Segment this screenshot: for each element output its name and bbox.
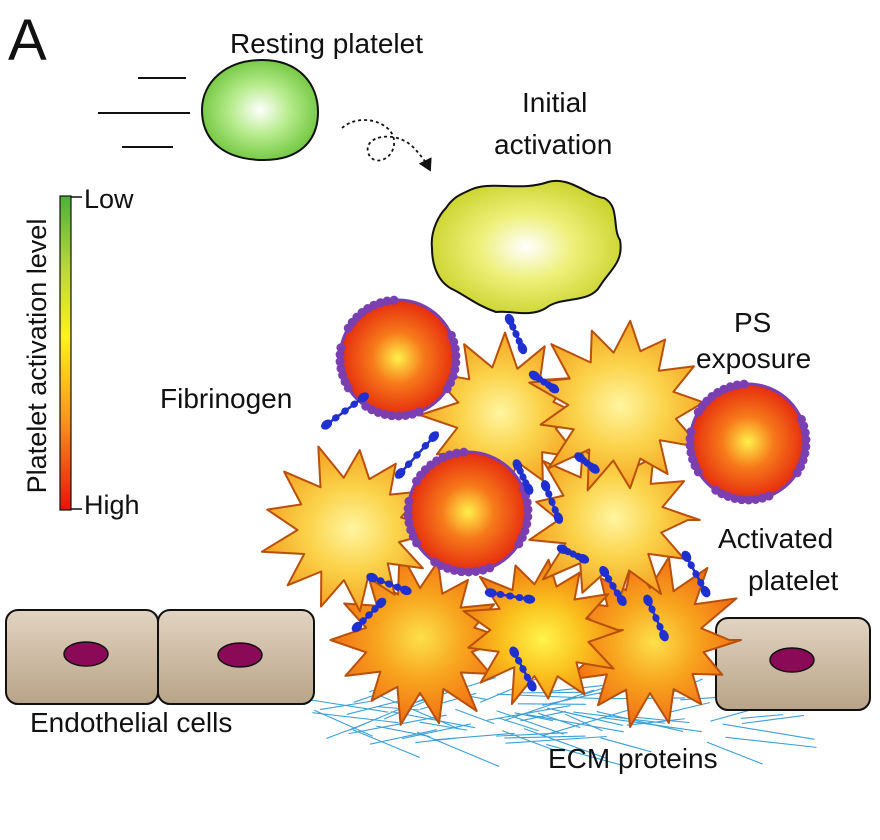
activation-scale-bar (59, 195, 72, 511)
label-endothelial-cells: Endothelial cells (30, 707, 232, 738)
fibrinogen-strand (504, 313, 528, 355)
label-ecm-proteins: ECM proteins (548, 743, 718, 774)
label-initial-activation-2: activation (494, 129, 612, 160)
fibrinogen-strand (681, 550, 711, 598)
activated-platelet-bottom-center (462, 558, 624, 705)
nucleus (217, 642, 263, 668)
activation-arrow (341, 119, 432, 172)
fibrinogen-strand (528, 370, 560, 394)
fibrinogen-strand (540, 480, 564, 524)
label-activated-platelet: Activated (718, 523, 833, 554)
nucleus (769, 647, 815, 673)
activated-platelet-right (528, 435, 701, 600)
activated-platelet-bottom-left (329, 549, 512, 726)
label-ps-exposure-2: exposure (696, 343, 811, 374)
scale-title: Platelet activation level (22, 219, 52, 494)
scale-low-label: Low (84, 184, 134, 214)
procoagulant-platelet-top-left (335, 295, 461, 421)
initially-activated-platelet (430, 179, 622, 315)
motion-lines (98, 77, 190, 148)
fibrinogen-strand (484, 588, 536, 604)
procoagulant-platelet-center (403, 447, 533, 577)
fibrinogen-strand (574, 452, 600, 474)
nucleus (63, 641, 109, 667)
procoagulant-platelets (335, 295, 811, 577)
fibrinogen-strand (351, 597, 387, 633)
panel-letter: A (8, 8, 47, 73)
fibrinogen-strand (394, 431, 440, 479)
label-ps-exposure: PS (734, 307, 771, 338)
fibrinogen-strand (321, 392, 369, 430)
label-resting-platelet: Resting platelet (230, 28, 423, 59)
fibrinogen-strand (556, 544, 590, 564)
fibrinogen-strand (643, 594, 669, 642)
endothelial-cells (5, 609, 871, 711)
label-initial-activation: Initial (522, 87, 587, 118)
procoagulant-platelet-right (685, 379, 811, 505)
fibrinogen-strand (509, 646, 537, 692)
scale-high-label: High (84, 490, 140, 520)
label-fibrinogen: Fibrinogen (160, 383, 292, 414)
resting-platelet (200, 58, 320, 162)
label-activated-platelet-2: platelet (748, 565, 839, 596)
fibrinogen-strand (599, 565, 627, 607)
activated-platelets (260, 319, 742, 728)
activation-scale: Low High Platelet activation level (22, 184, 140, 520)
activated-platelet-top-center (418, 331, 582, 495)
activated-platelet-left (260, 445, 444, 613)
fibrinogen-bridges (321, 313, 711, 692)
activated-platelet-top-right (528, 319, 712, 492)
fibrinogen-strand (366, 572, 412, 596)
fibrinogen-strand (512, 459, 534, 495)
